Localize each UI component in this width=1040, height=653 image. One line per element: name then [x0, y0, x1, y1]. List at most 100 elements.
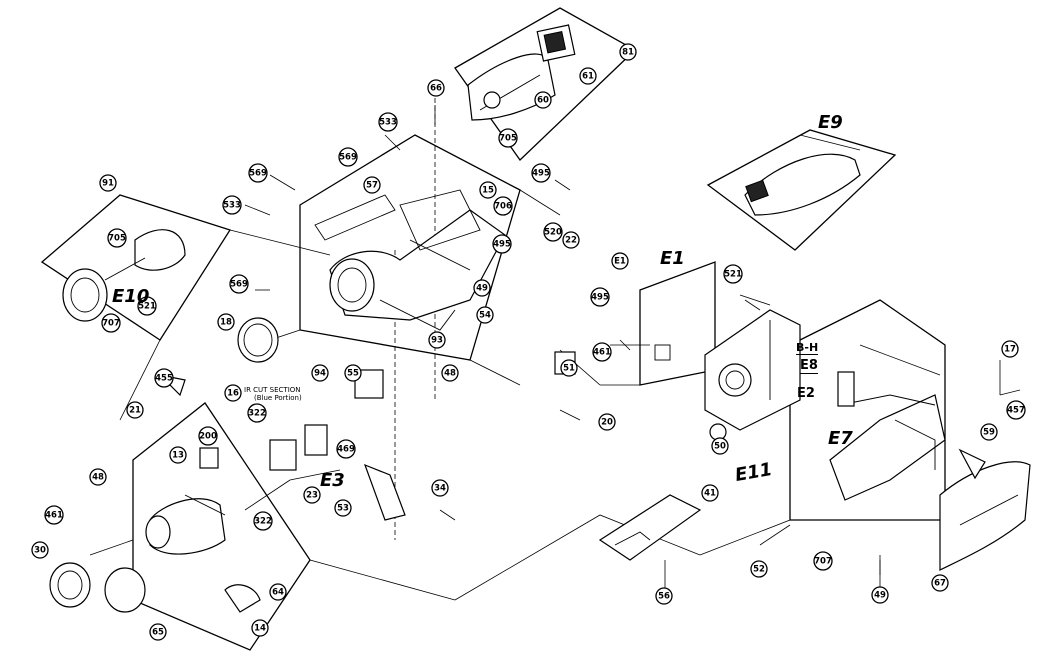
callout-322: 322 — [247, 403, 267, 423]
callout-label: 455 — [155, 374, 173, 384]
callout-66: 66 — [427, 79, 445, 97]
callout-label: 50 — [714, 442, 726, 452]
callout-label: 15 — [482, 186, 494, 196]
section-label-e2: E2 — [797, 386, 815, 401]
callout-label: 569 — [339, 153, 357, 163]
callout-label: 51 — [563, 364, 575, 374]
callout-label: 461 — [45, 511, 63, 521]
callout-21: 21 — [126, 401, 144, 419]
callout-569: 569 — [248, 163, 268, 183]
ir-cut-note-line1: IR CUT SECTION — [244, 386, 301, 394]
callout-label: 66 — [430, 84, 442, 94]
callout-41: 41 — [701, 484, 719, 502]
callout-59: 59 — [980, 423, 998, 441]
callout-label: 23 — [306, 491, 318, 501]
callout-label: 48 — [444, 369, 456, 379]
callout-20: 20 — [598, 413, 616, 431]
ir-cut-note-line2: (Blue Portion) — [254, 394, 302, 402]
callout-label: 17 — [1004, 345, 1016, 355]
callout-label: 53 — [337, 504, 349, 514]
callout-51: 51 — [560, 359, 578, 377]
callout-30: 30 — [31, 541, 49, 559]
callout-61: 61 — [579, 67, 597, 85]
callout-label: 61 — [582, 72, 594, 82]
callout-55: 55 — [344, 364, 362, 382]
callout-label: 322 — [254, 517, 272, 527]
callout-469: 469 — [336, 439, 356, 459]
callout-705: 705 — [498, 128, 518, 148]
callout-label: 495 — [493, 240, 511, 250]
callout-label: 461 — [593, 348, 611, 358]
callout-label: 533 — [379, 118, 397, 128]
callout-495: 495 — [590, 287, 610, 307]
callout-label: 52 — [753, 565, 765, 575]
callout-label: 67 — [934, 579, 946, 589]
callout-706: 706 — [493, 196, 513, 216]
callout-707: 707 — [101, 313, 121, 333]
callout-label: 322 — [248, 409, 266, 419]
callout-64: 64 — [269, 583, 287, 601]
callout-label: E1 — [614, 257, 626, 267]
callout-14: 14 — [251, 619, 269, 637]
callout-18: 18 — [217, 313, 235, 331]
callout-label: 34 — [434, 484, 446, 494]
callout-17: 17 — [1001, 340, 1019, 358]
callout-label: 30 — [34, 546, 46, 556]
callout-label: 65 — [152, 628, 164, 638]
callout-65: 65 — [149, 623, 167, 641]
screws — [244, 105, 1021, 575]
section-label-e3: E3 — [320, 470, 345, 491]
callout-48: 48 — [441, 364, 459, 382]
callout-48: 48 — [89, 468, 107, 486]
callout-520: 520 — [543, 222, 563, 242]
section-label-e1: E1 — [660, 248, 685, 269]
callout-54: 54 — [476, 306, 494, 324]
callout-label: 200 — [199, 432, 217, 442]
callout-56: 56 — [655, 587, 673, 605]
callout-23: 23 — [303, 486, 321, 504]
callout-label: 57 — [366, 181, 378, 191]
callout-53: 53 — [334, 499, 352, 517]
section-label-e9: E9 — [818, 112, 843, 133]
callout-label: 48 — [92, 473, 104, 483]
callout-569: 569 — [338, 147, 358, 167]
callout-label: 64 — [272, 588, 284, 598]
callout-label: 49 — [476, 284, 488, 294]
callout-81: 81 — [619, 43, 637, 61]
callout-label: 457 — [1007, 406, 1025, 416]
callout-label: 93 — [431, 336, 443, 346]
callout-60: 60 — [534, 91, 552, 109]
callout-461: 461 — [592, 342, 612, 362]
callout-91: 91 — [99, 174, 117, 192]
callout-67: 67 — [931, 574, 949, 592]
callout-495: 495 — [492, 234, 512, 254]
callout-52: 52 — [750, 560, 768, 578]
callout-569: 569 — [229, 274, 249, 294]
callout-label: 94 — [314, 369, 326, 379]
callout-57: 57 — [363, 176, 381, 194]
callout-label: 569 — [249, 169, 267, 179]
callout-label: 16 — [227, 389, 239, 399]
callout-label: 706 — [494, 202, 512, 212]
callout-200: 200 — [198, 426, 218, 446]
callout-label: 18 — [220, 318, 232, 328]
callout-label: 707 — [102, 319, 120, 329]
callout-label: 14 — [254, 624, 266, 634]
callout-455: 455 — [154, 368, 174, 388]
callout-label: 521 — [724, 270, 742, 280]
callout-label: 60 — [537, 96, 549, 106]
parts — [49, 24, 1031, 613]
callout-label: 469 — [337, 445, 355, 455]
callout-461: 461 — [44, 505, 64, 525]
callout-label: 13 — [172, 451, 184, 461]
callout-49: 49 — [871, 586, 889, 604]
callout-label: 495 — [591, 293, 609, 303]
callout-49: 49 — [473, 279, 491, 297]
callout-label: 81 — [622, 48, 634, 58]
section-label-e8: E8 — [800, 358, 818, 374]
callout-533: 533 — [222, 195, 242, 215]
callout-label: 49 — [874, 591, 886, 601]
callout-label: 59 — [983, 428, 995, 438]
callout-label: 54 — [479, 311, 491, 321]
